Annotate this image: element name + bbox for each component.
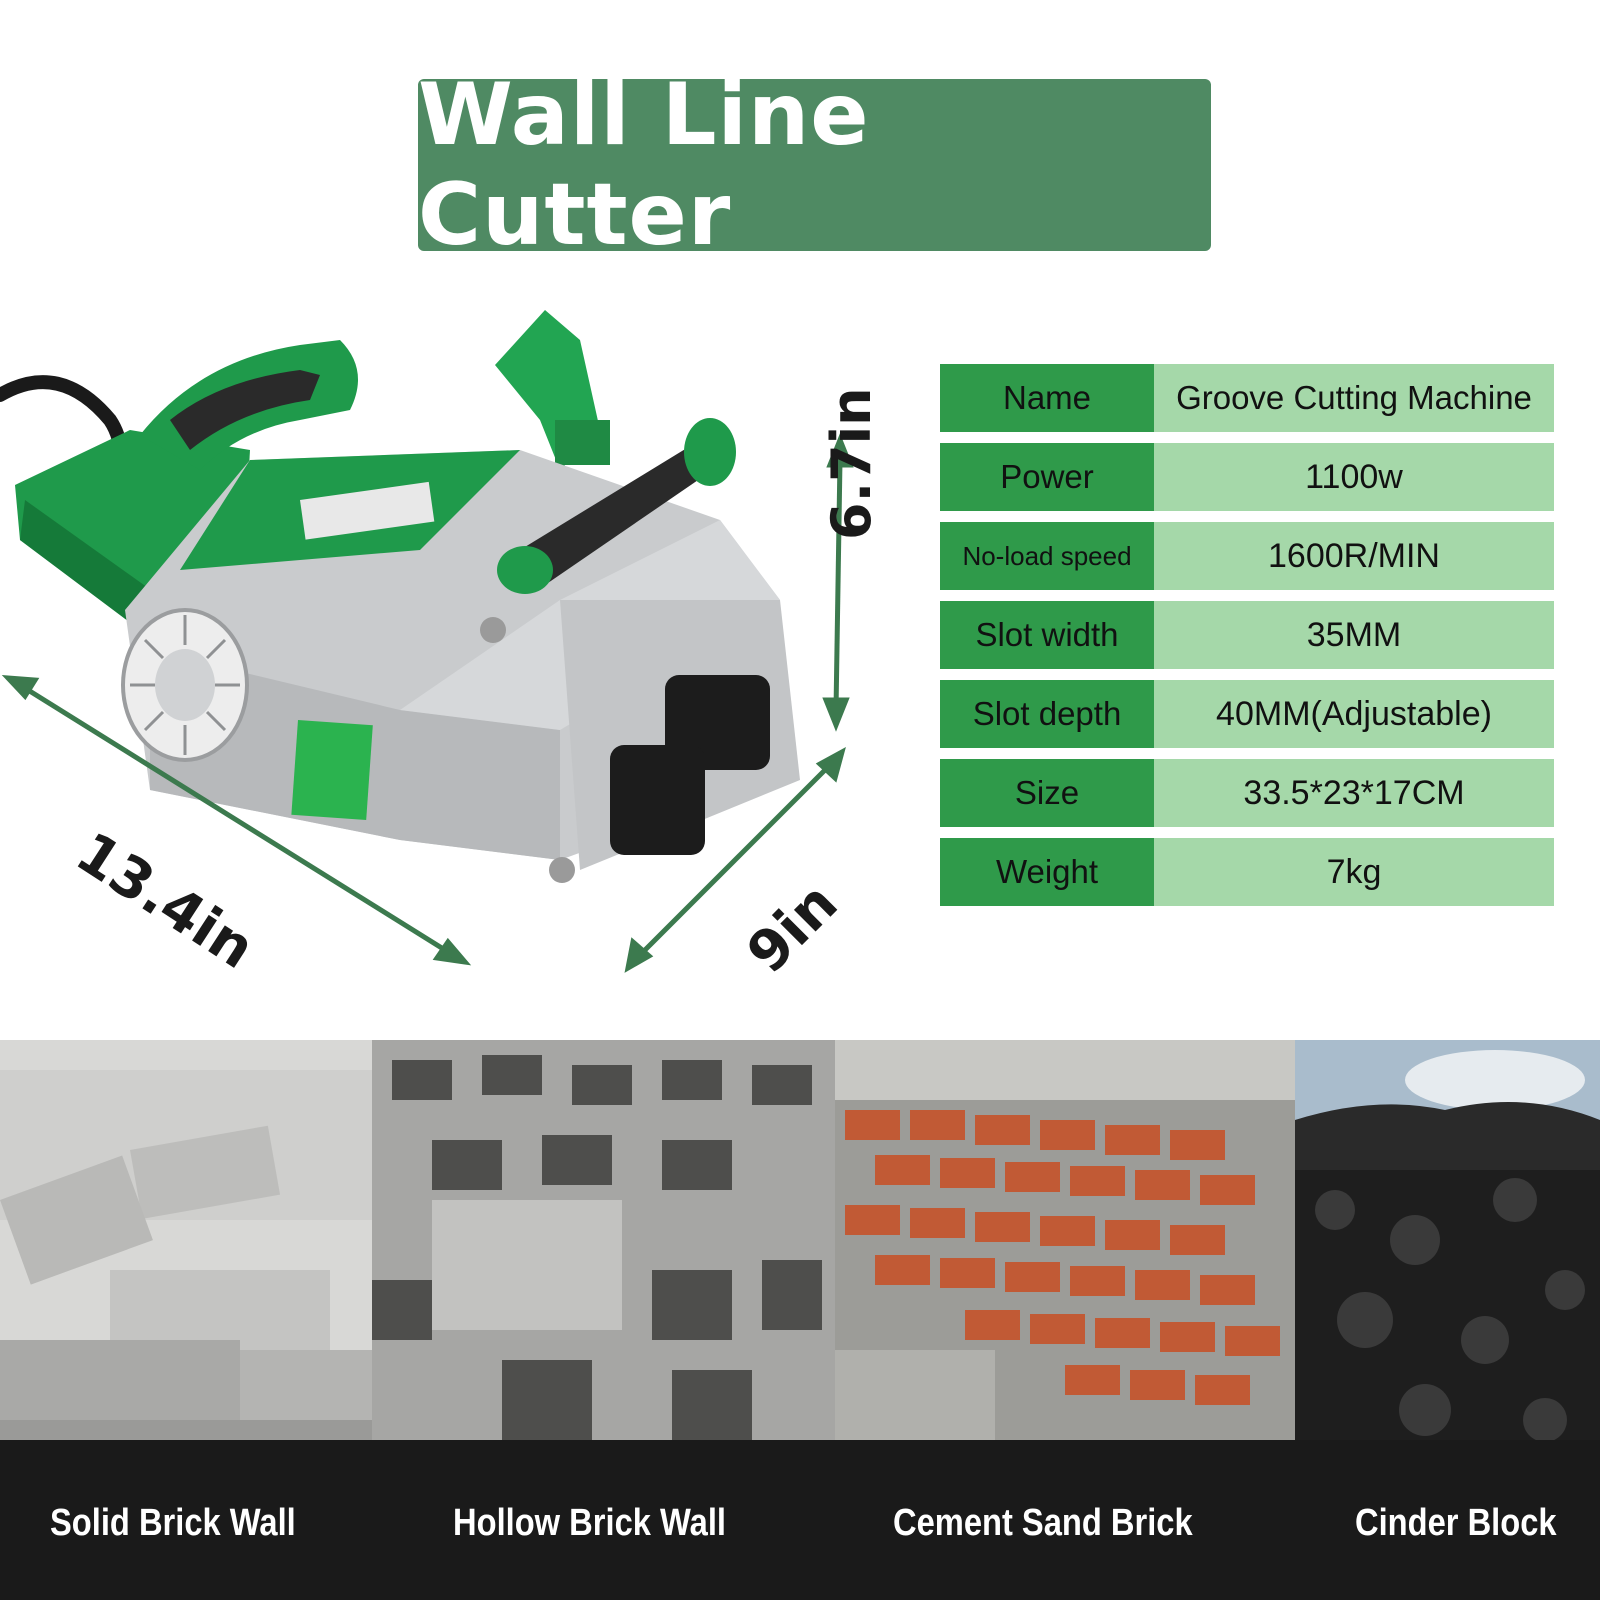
spec-row-power: Power 1100w <box>940 443 1554 511</box>
cinder-block-image <box>1295 1040 1600 1470</box>
spec-row-slot-width: Slot width 35MM <box>940 601 1554 669</box>
page-title: Wall Line Cutter <box>418 65 870 265</box>
spec-row-name: Name Groove Cutting Machine <box>940 364 1554 432</box>
material-label-cinder-block: Cinder Block <box>1355 1502 1557 1544</box>
spec-value: 35MM <box>1154 601 1554 669</box>
product-image <box>0 300 900 1000</box>
spec-label: Slot depth <box>940 680 1154 748</box>
spec-row-slot-depth: Slot depth 40MM(Adjustable) <box>940 680 1554 748</box>
title-banner: Wall Line Cutter <box>418 65 1211 265</box>
spec-row-speed: No-load speed 1600R/MIN <box>940 522 1554 590</box>
spec-value: 7kg <box>1154 838 1554 906</box>
material-label-solid-brick: Solid Brick Wall <box>50 1502 296 1544</box>
spec-row-weight: Weight 7kg <box>940 838 1554 906</box>
material-label-hollow-brick: Hollow Brick Wall <box>453 1502 726 1544</box>
materials-label-bar <box>0 1440 1600 1600</box>
solid-brick-wall-image <box>0 1040 372 1470</box>
spec-table: Name Groove Cutting Machine Power 1100w … <box>940 364 1554 917</box>
spec-value: 1100w <box>1154 443 1554 511</box>
spec-value: 40MM(Adjustable) <box>1154 680 1554 748</box>
spec-label: Weight <box>940 838 1154 906</box>
spec-value: 33.5*23*17CM <box>1154 759 1554 827</box>
material-label-cement-sand-brick: Cement Sand Brick <box>893 1502 1193 1544</box>
materials-strip <box>0 1040 1600 1600</box>
spec-value: 1600R/MIN <box>1154 522 1554 590</box>
spec-label: No-load speed <box>940 522 1154 590</box>
hollow-brick-wall-image <box>372 1040 835 1470</box>
height-dimension-label: 6.7in <box>820 387 883 540</box>
spec-label: Name <box>940 364 1154 432</box>
spec-value: Groove Cutting Machine <box>1154 364 1554 432</box>
spec-row-size: Size 33.5*23*17CM <box>940 759 1554 827</box>
spec-label: Size <box>940 759 1154 827</box>
spec-label: Power <box>940 443 1154 511</box>
spec-label: Slot width <box>940 601 1154 669</box>
cement-sand-brick-image <box>835 1040 1295 1470</box>
